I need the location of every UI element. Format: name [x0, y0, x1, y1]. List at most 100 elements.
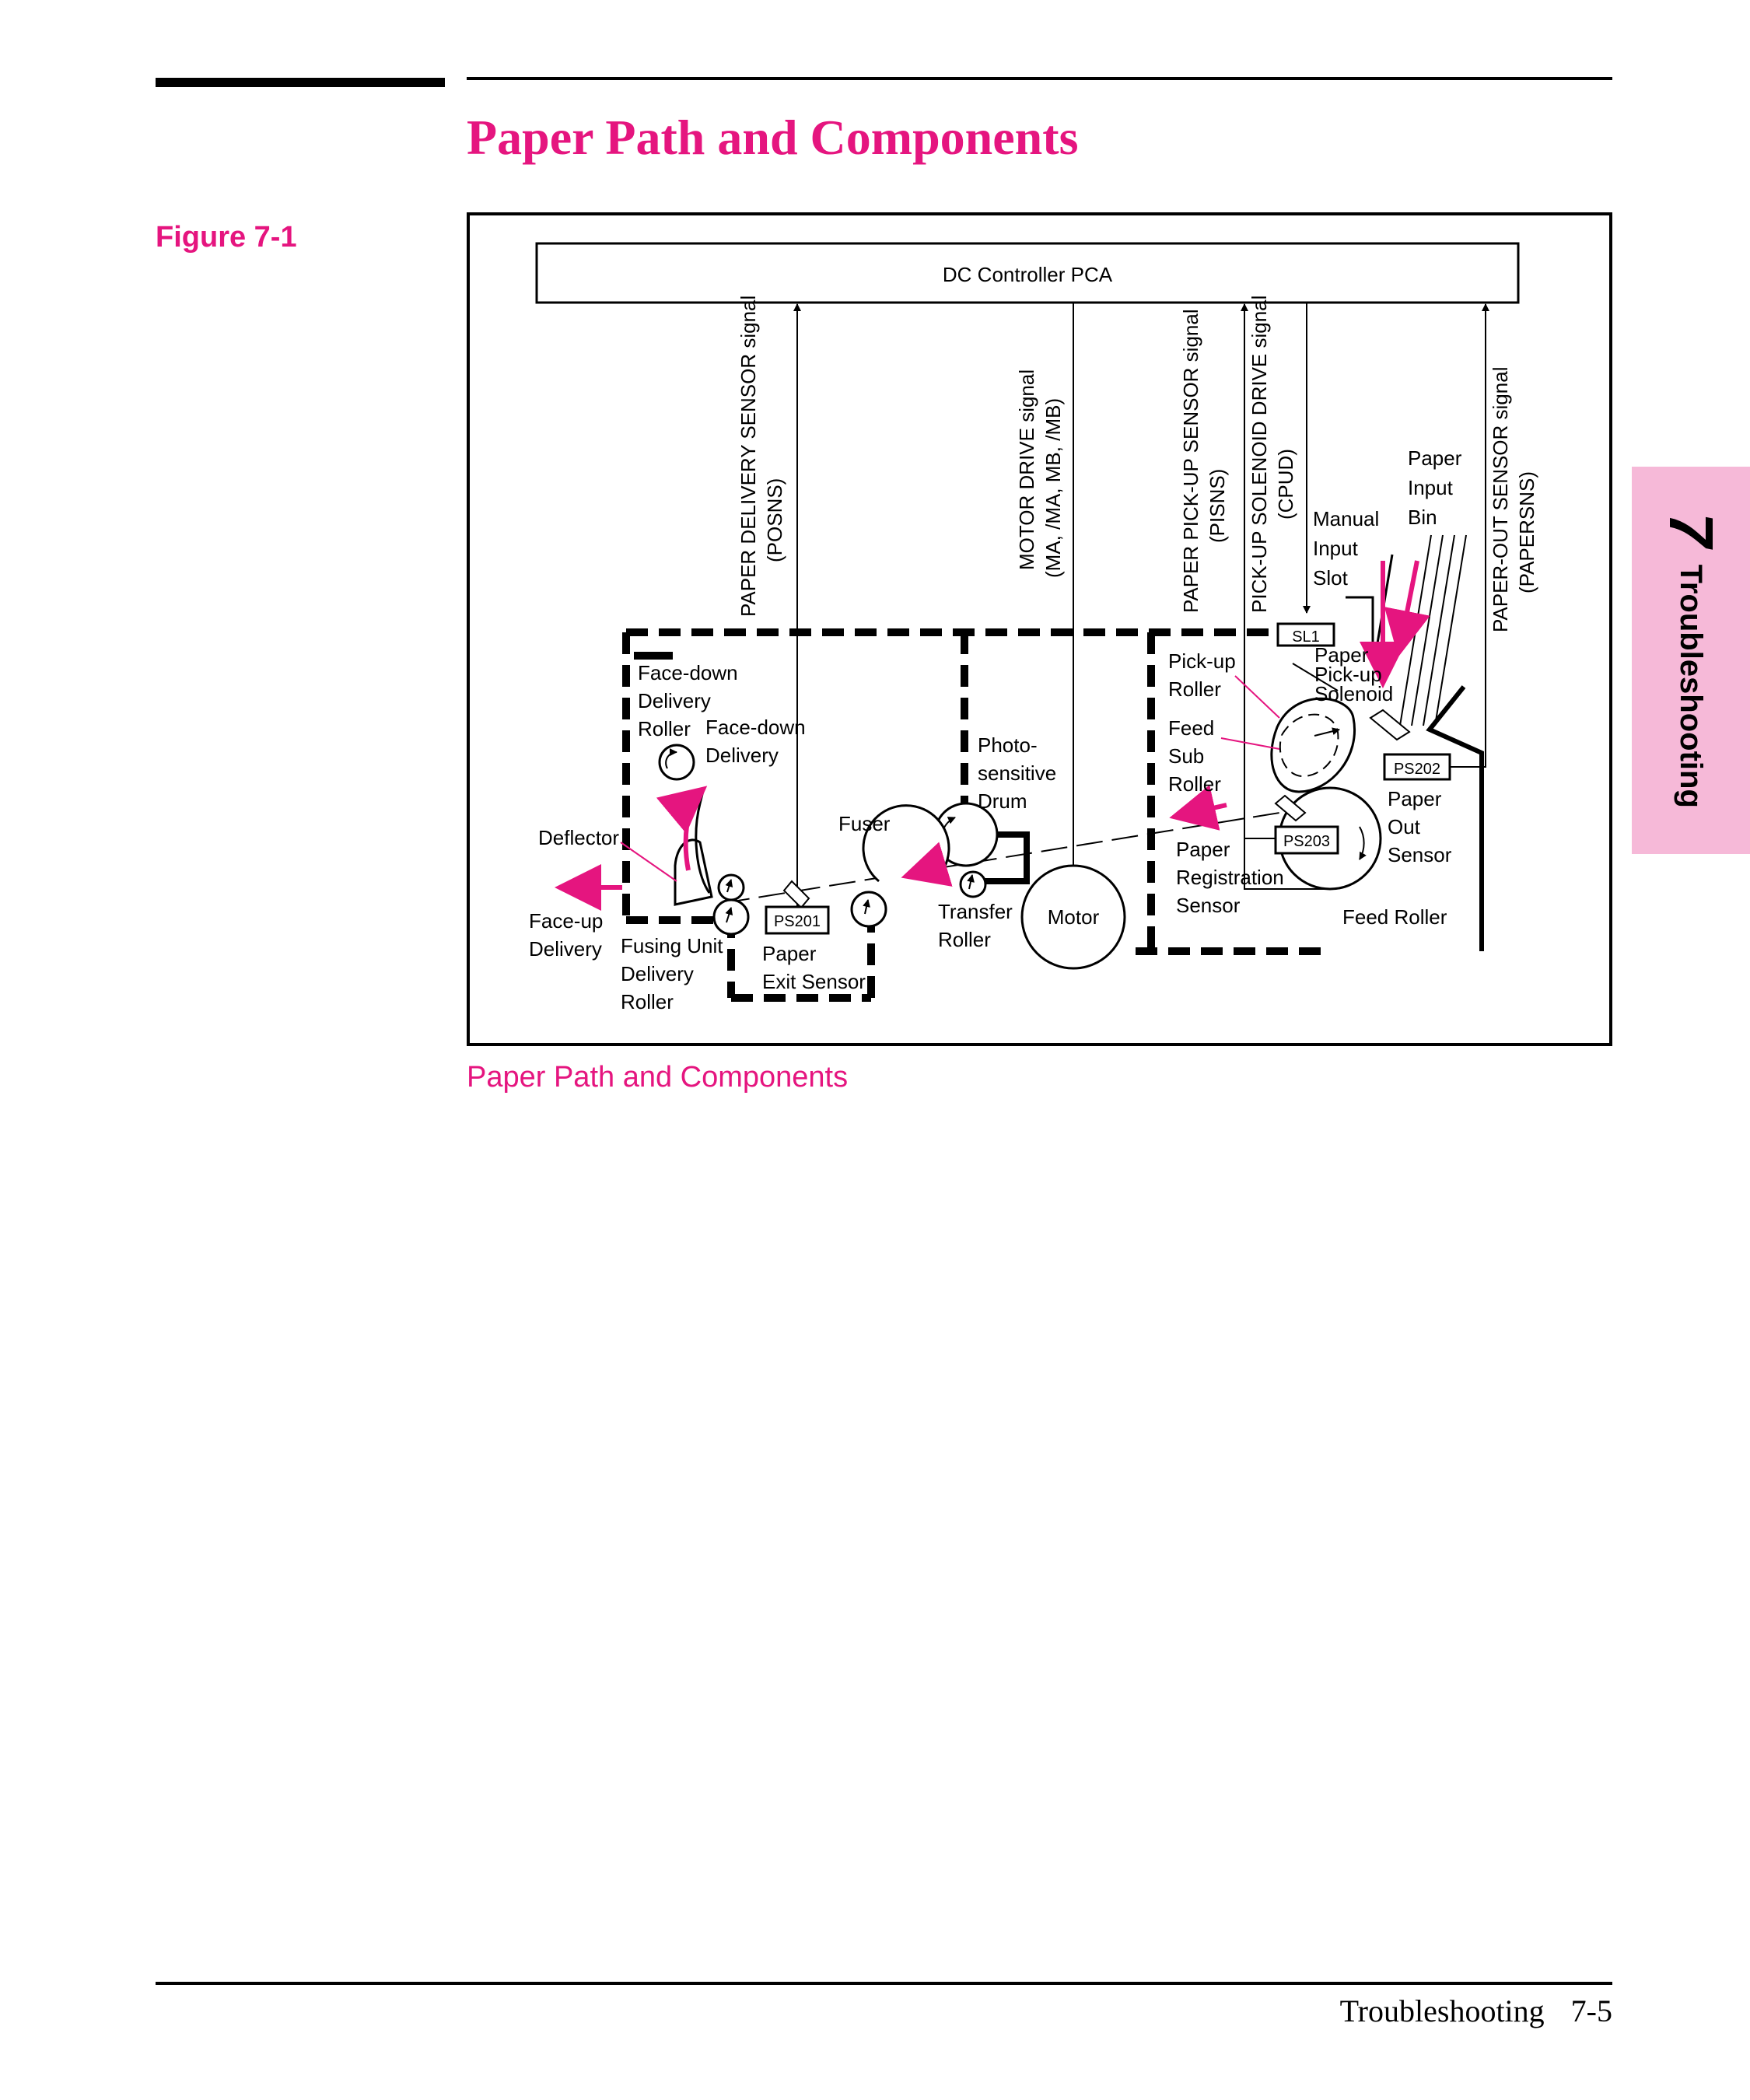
svg-text:Photo-: Photo- [978, 733, 1038, 757]
printer-housing [622, 628, 1326, 1002]
sl1-label: SL1 [1292, 628, 1320, 646]
svg-text:Slot: Slot [1313, 566, 1349, 590]
ps203-label: PS203 [1283, 833, 1330, 850]
svg-text:Solenoid: Solenoid [1314, 682, 1393, 705]
page-number: 7-5 [1570, 1993, 1612, 2028]
upper-delivery-roller [717, 873, 745, 901]
registration-sensor-label: Paper Registration Sensor [1176, 838, 1284, 917]
svg-text:Face-up: Face-up [529, 909, 603, 933]
svg-text:(PISNS): (PISNS) [1206, 469, 1229, 543]
svg-text:Pick-up: Pick-up [1314, 663, 1382, 686]
pickup-roller-leader [1234, 675, 1280, 719]
figure-label: Figure 7-1 [156, 221, 297, 254]
pickup-roller [1270, 697, 1356, 793]
sl1-box [1276, 622, 1335, 647]
pickup-signal-line [1241, 303, 1288, 839]
footer-rule [156, 1982, 1612, 1985]
svg-text:Registration: Registration [1176, 866, 1284, 889]
svg-text:Fusing Unit: Fusing Unit [621, 934, 723, 957]
svg-text:Paper: Paper [1408, 446, 1462, 470]
transfer-rotation [967, 874, 975, 890]
svg-text:Sensor: Sensor [1388, 843, 1452, 866]
svg-text:Pick-up: Pick-up [1168, 649, 1236, 673]
dc-controller-box [535, 242, 1520, 304]
ps203-flag [1274, 794, 1307, 822]
footer-section: Troubleshooting [1339, 1993, 1545, 2028]
solenoid-signal-label: PICK-UP SOLENOID DRIVE signal (CPUD) [1248, 296, 1297, 613]
face-down-delivery-label: Face-down Delivery [705, 716, 806, 767]
svg-text:(CPUD): (CPUD) [1274, 449, 1297, 520]
chapter-number: 7 [1657, 513, 1726, 548]
right-wall [1426, 685, 1484, 951]
face-up-label: Face-up Delivery [529, 909, 603, 961]
feed-sub-roller [1279, 713, 1339, 778]
manual-slot-guide [1346, 596, 1374, 648]
svg-text:Sensor: Sensor [1176, 894, 1241, 917]
ps201-box [765, 905, 830, 935]
dc-controller-label: DC Controller PCA [943, 263, 1113, 286]
svg-text:sensitive: sensitive [978, 761, 1056, 785]
svg-text:Paper: Paper [1388, 787, 1442, 810]
svg-text:Sub: Sub [1168, 744, 1204, 768]
motor-label: Motor [1048, 905, 1100, 929]
svg-text:MOTOR DRIVE signal: MOTOR DRIVE signal [1015, 369, 1038, 570]
svg-text:Paper: Paper [762, 942, 817, 965]
svg-text:(PAPERSNS): (PAPERSNS) [1515, 471, 1538, 593]
svg-text:Delivery: Delivery [621, 962, 694, 985]
page-title: Paper Path and Components [467, 110, 1079, 165]
ps203-box [1274, 825, 1339, 855]
delivery-signal-label: PAPER DELIVERY SENSOR signal (POSNS) [737, 296, 786, 617]
ps201-flag [782, 880, 810, 909]
exit-sensor-label: Paper Exit Sensor [762, 942, 866, 993]
svg-text:Delivery: Delivery [638, 689, 711, 712]
diagram-svg: DC Controller PCA PAPER DELIVERY SENSOR … [467, 212, 1612, 1046]
svg-text:Face-down: Face-down [705, 716, 806, 739]
paper-out-sensor-label: Paper Out Sensor [1388, 787, 1452, 866]
figure-caption: Paper Path and Components [467, 1061, 849, 1094]
svg-text:PAPER-OUT SENSOR signal: PAPER-OUT SENSOR signal [1489, 367, 1512, 632]
svg-text:(MA, /MA, MB, /MB): (MA, /MA, MB, /MB) [1041, 398, 1065, 578]
fusing-delivery-roller [712, 898, 750, 936]
svg-text:Delivery: Delivery [529, 937, 602, 961]
svg-text:Roller: Roller [1168, 772, 1221, 796]
feed-sub-roller-leader [1220, 737, 1280, 750]
svg-text:(POSNS): (POSNS) [763, 478, 786, 562]
solenoid-lever [1292, 663, 1339, 691]
ps202-box [1383, 753, 1451, 781]
fuser-rotation [863, 899, 870, 915]
deflector-leader [620, 842, 677, 882]
svg-text:Manual: Manual [1313, 507, 1379, 530]
svg-text:PICK-UP SOLENOID DRIVE signal: PICK-UP SOLENOID DRIVE signal [1248, 296, 1271, 613]
header-rule-thin [467, 77, 1612, 80]
paperout-signal-line [1450, 303, 1489, 768]
manual-input-slot-label: Manual Input Slot [1313, 507, 1379, 590]
motor [1020, 864, 1126, 970]
svg-text:Out: Out [1388, 815, 1421, 838]
page-footer: Troubleshooting 7-5 [1340, 1993, 1612, 2029]
deflector-label: Deflector [538, 826, 619, 849]
fuser-label: Fuser [838, 812, 891, 835]
svg-text:Roller: Roller [1168, 677, 1221, 701]
feed-roller-label: Feed Roller [1342, 905, 1447, 929]
svg-text:Roller: Roller [938, 928, 991, 951]
svg-text:Input: Input [1408, 476, 1454, 499]
face-down-roller-label: Face-down Delivery Roller [638, 661, 738, 740]
paper-path-diagram: DC Controller PCA PAPER DELIVERY SENSOR … [467, 212, 1612, 1046]
chapter-tab-content: 7 Troubleshooting [1644, 505, 1738, 816]
pickup-roller-label: Pick-up Roller [1168, 649, 1236, 701]
ps202-label: PS202 [1394, 761, 1440, 778]
feed-sub-roller-label: Feed Sub Roller [1168, 716, 1221, 796]
chapter-tab: 7 Troubleshooting [1632, 467, 1750, 854]
deflector-shape [674, 838, 713, 906]
transfer-roller [959, 870, 987, 898]
chapter-title: Troubleshooting [1674, 564, 1709, 808]
face-down-delivery-roller [658, 744, 695, 781]
svg-text:Exit Sensor: Exit Sensor [762, 970, 866, 993]
pickup-rotation [1314, 727, 1340, 737]
svg-text:Paper: Paper [1314, 643, 1369, 667]
svg-text:Input: Input [1313, 537, 1359, 560]
ps202-flag [1369, 709, 1411, 741]
drum-label: Photo- sensitive Drum [978, 733, 1056, 813]
paper-flow-arrows [555, 560, 1430, 911]
feed-roller-rotation [1359, 826, 1367, 860]
